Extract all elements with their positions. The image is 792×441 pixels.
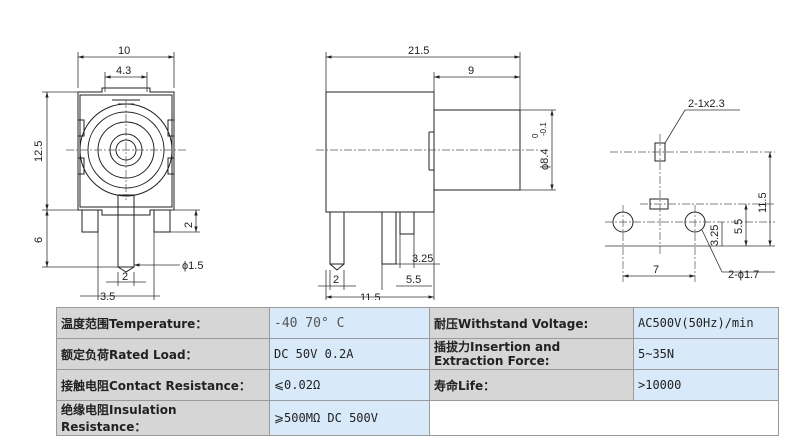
dim-front-pin-length: 6 — [33, 237, 45, 243]
table-row: 接触电阻Contact Resistance： ⩽0.02Ω 寿命Life： >… — [56, 369, 779, 401]
dim-front-width: 10 — [118, 45, 130, 57]
spec-table: 温度范围Temperature： -40 70° C 耐压Withstand V… — [56, 307, 779, 436]
dim-side-base: 11.5 — [360, 292, 381, 300]
front-view: 10 4.3 12.5 6 2 2 ϕ1.5 3.5 — [33, 45, 203, 300]
dim-front-bottom: 3.5 — [100, 291, 115, 300]
dim-side-tol-top: 0 — [531, 133, 540, 138]
dim-pcb-h3: 3.25 — [709, 225, 721, 246]
spec-value: ⩾500MΩ DC 500V — [269, 400, 430, 436]
spec-label: 绝缘电阻Insulation Resistance： — [56, 400, 270, 436]
dim-pcb-h1: 11.5 — [757, 192, 769, 213]
dim-pcb-h2: 5.5 — [733, 219, 745, 234]
dim-pcb-slot: 2-1x2.3 — [688, 98, 725, 110]
table-row: 额定负荷Rated Load： DC 50V 0.2A 插拔力Insertion… — [56, 338, 779, 370]
spec-label: 温度范围Temperature： — [56, 307, 270, 339]
spec-label: 额定负荷Rated Load： — [56, 338, 270, 370]
dim-front-pin-dia: ϕ1.5 — [182, 260, 203, 272]
dim-front-pitch: 2 — [122, 271, 128, 283]
spec-label: 寿命Life： — [429, 369, 634, 401]
spec-label: 插拔力Insertion and Extraction Force: — [429, 338, 634, 370]
table-row: 绝缘电阻Insulation Resistance： ⩾500MΩ DC 500… — [56, 400, 779, 436]
spec-value: >10000 — [633, 369, 779, 401]
dim-front-pin-width: 2 — [183, 222, 195, 228]
side-view: 21.5 9 ϕ8.4 0 -0.1 2 3.25 5.5 11.5 — [316, 45, 556, 300]
technical-drawing: 10 4.3 12.5 6 2 2 ϕ1.5 3.5 — [33, 45, 775, 300]
dim-pcb-w: 7 — [653, 264, 659, 276]
dim-side-pin-b: 5.5 — [406, 274, 421, 286]
dim-side-barrel: 9 — [468, 65, 474, 77]
pcb-layout: 2-1x2.3 11.5 5.5 3.25 7 2-ϕ1.7 — [605, 98, 775, 282]
spec-value: ⩽0.02Ω — [269, 369, 430, 401]
dim-side-pin-gap: 2 — [333, 274, 339, 286]
dim-front-inner: 4.3 — [116, 65, 131, 77]
spec-value: DC 50V 0.2A — [269, 338, 430, 370]
spec-value: -40 70° C — [269, 307, 430, 339]
dim-front-height: 12.5 — [33, 141, 45, 162]
spec-value: 5~35N — [633, 338, 779, 370]
dim-side-tol-bottom: -0.1 — [539, 122, 548, 136]
spec-empty-cell — [429, 400, 779, 436]
dim-pcb-hole: 2-ϕ1.7 — [728, 269, 759, 281]
dim-side-barrel-dia: ϕ8.4 — [539, 149, 551, 170]
dim-side-pin-a: 3.25 — [412, 253, 433, 265]
spec-label: 接触电阻Contact Resistance： — [56, 369, 270, 401]
spec-label: 耐压Withstand Voltage: — [429, 307, 634, 339]
spec-value: AC500V(50Hz)/min — [633, 307, 779, 339]
table-row: 温度范围Temperature： -40 70° C 耐压Withstand V… — [56, 307, 779, 339]
dim-side-length: 21.5 — [408, 45, 429, 57]
